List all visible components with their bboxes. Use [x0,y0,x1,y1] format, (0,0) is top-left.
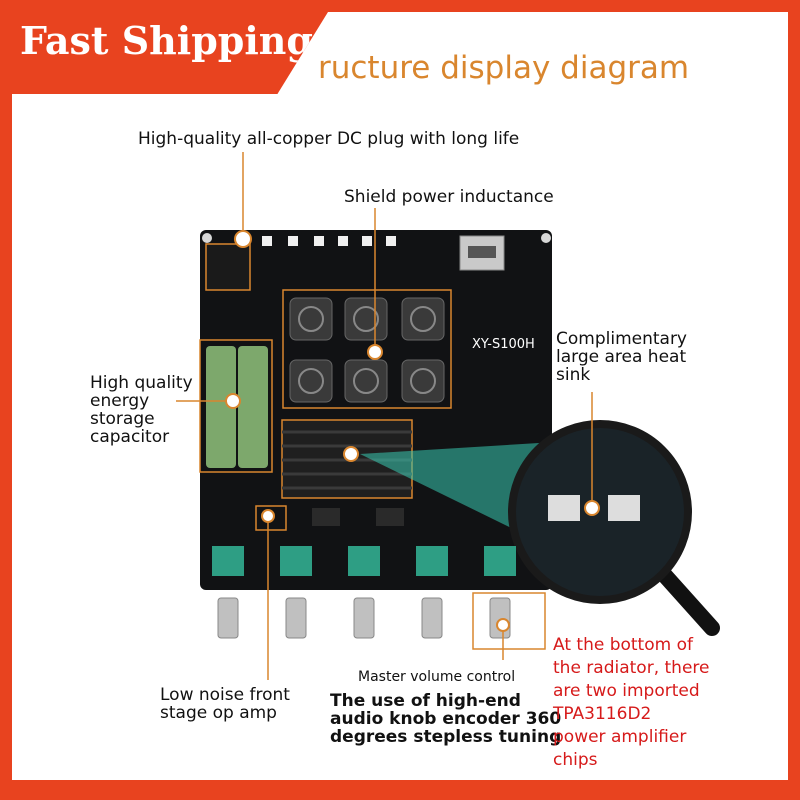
terminal-block [262,236,396,246]
capacitor-area [199,339,273,473]
inductors [289,297,445,403]
magnifier-handle [652,562,720,636]
label-heat-sink: Complimentary large area heat sink [556,329,687,385]
callout-lines [176,152,593,680]
fast-shipping-banner: Fast Shipping [12,12,328,94]
label-chips: At the bottom of the radiator, there are… [553,635,710,770]
knobs [217,597,511,639]
canvas: Fast Shipping ructure display diagram Hi… [12,12,788,780]
master-volume-area [472,592,546,650]
page-title: ructure display diagram [318,50,690,86]
op-amp-area [255,505,287,531]
label-dc-plug: High-quality all-copper DC plug with lon… [138,129,520,149]
board-illustration [176,152,720,680]
knob-bases [212,546,516,576]
label-op-amp: Low noise front stage op amp [160,685,290,723]
label-master-volume: Master volume control [358,669,516,685]
capacitor [206,346,236,468]
banner-text: Fast Shipping [20,18,313,63]
label-knob: The use of high-end audio knob encoder 3… [330,691,562,747]
magnifier-lens [508,420,692,604]
inductor-area [282,289,452,409]
label-capacitor: High quality energy storage capacitor [90,373,193,447]
board-model: XY-S100H [472,337,535,352]
label-inductance: Shield power inductance [344,187,554,207]
dc-plug [205,243,251,291]
